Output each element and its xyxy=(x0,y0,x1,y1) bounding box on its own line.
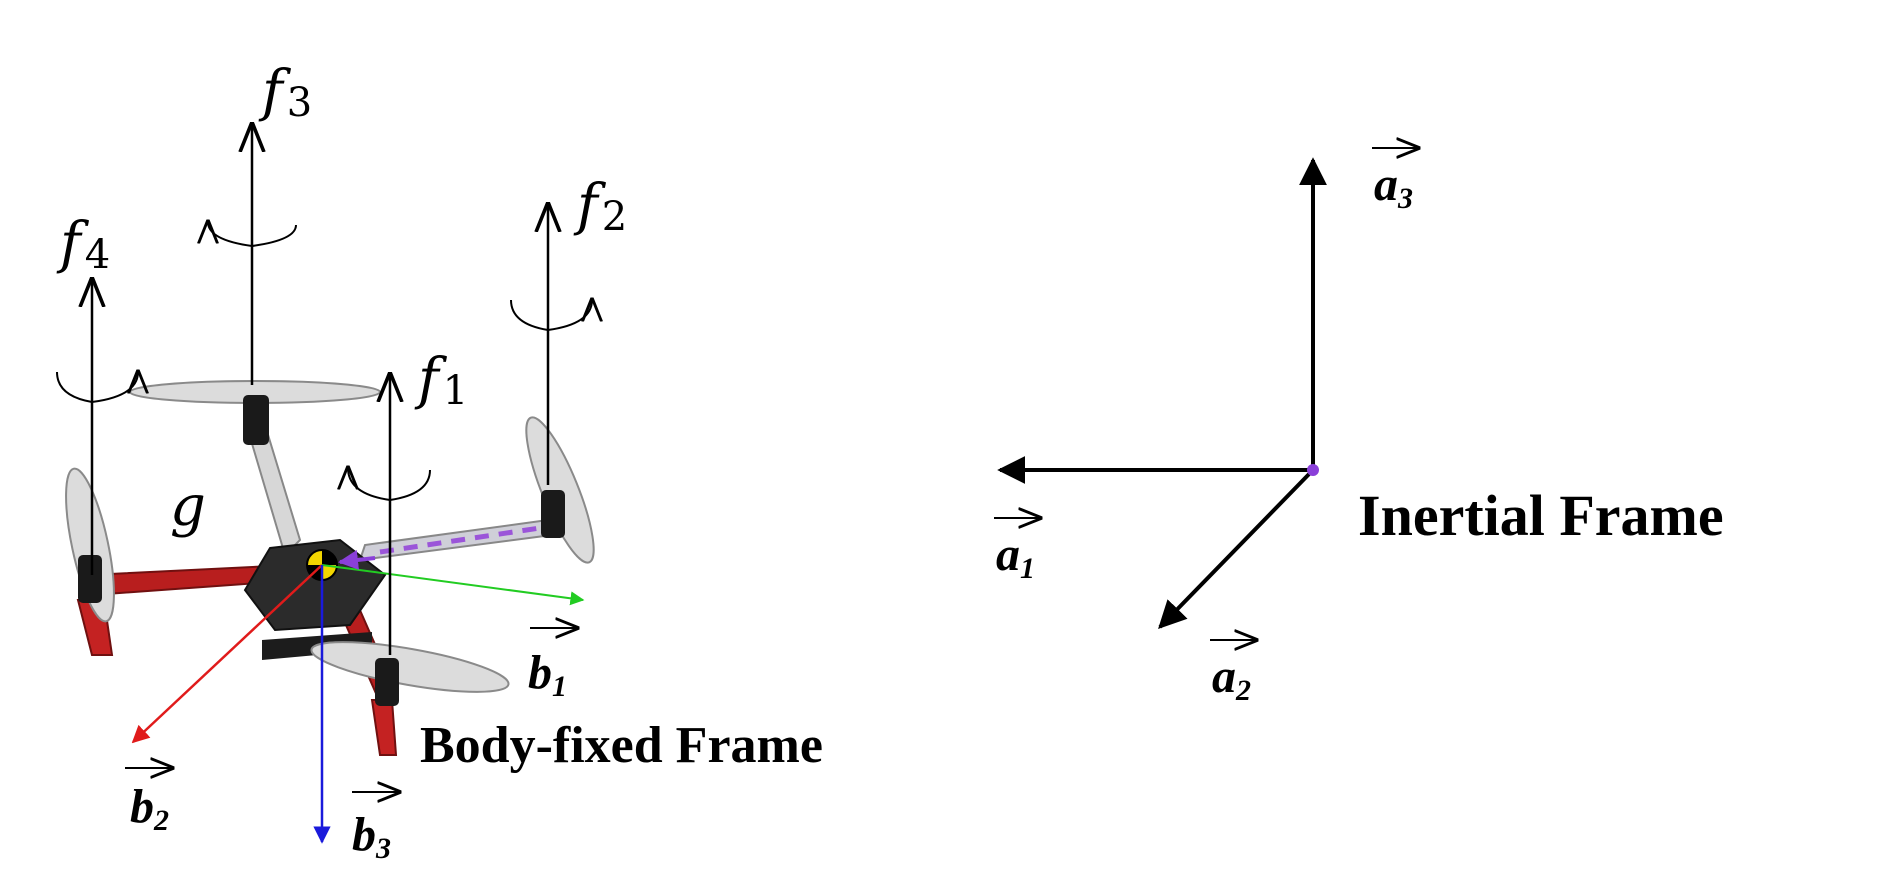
rotation-arrow-f4 xyxy=(56,372,138,404)
rotation-arrow-f1 xyxy=(348,468,431,502)
label-a3: a3 xyxy=(1372,148,1418,215)
svg-text:b2: b2 xyxy=(130,780,169,837)
thrust-vectors xyxy=(92,125,548,655)
label-a1: a1 xyxy=(994,518,1040,585)
label-b1: b1 xyxy=(528,628,577,703)
inertial-axes xyxy=(997,157,1327,630)
rotation-indicators xyxy=(56,222,592,502)
rotation-arrow-f2 xyxy=(510,300,592,332)
svg-text:a3: a3 xyxy=(1374,158,1413,215)
label-a2: a2 xyxy=(1210,640,1256,707)
quadrotor xyxy=(65,380,595,756)
body-frame-caption: Body-fixed Frame xyxy=(420,717,823,774)
rotation-arrow-f3 xyxy=(208,222,297,248)
label-b2: b2 xyxy=(125,768,172,837)
axis-b2 xyxy=(131,564,323,744)
body-fixed-axes xyxy=(131,550,585,844)
motor-right xyxy=(541,490,565,538)
axis-b1 xyxy=(321,564,585,606)
motor-front xyxy=(375,658,399,706)
axis-a2 xyxy=(1158,468,1315,630)
svg-text:b3: b3 xyxy=(352,808,391,865)
svg-text:a1: a1 xyxy=(996,528,1035,585)
svg-text:a2: a2 xyxy=(1212,650,1251,707)
motor-left xyxy=(78,555,102,603)
label-b3: b3 xyxy=(352,792,399,865)
motor-rear xyxy=(243,395,269,445)
inertial-frame-caption: Inertial Frame xyxy=(1358,483,1724,548)
propeller-front xyxy=(310,641,510,693)
landing-leg-front xyxy=(370,699,398,756)
inertial-origin xyxy=(1307,464,1319,476)
label-gravity: g xyxy=(170,474,206,539)
axis-origin-pointer xyxy=(338,550,376,570)
svg-text:b1: b1 xyxy=(528,646,567,703)
